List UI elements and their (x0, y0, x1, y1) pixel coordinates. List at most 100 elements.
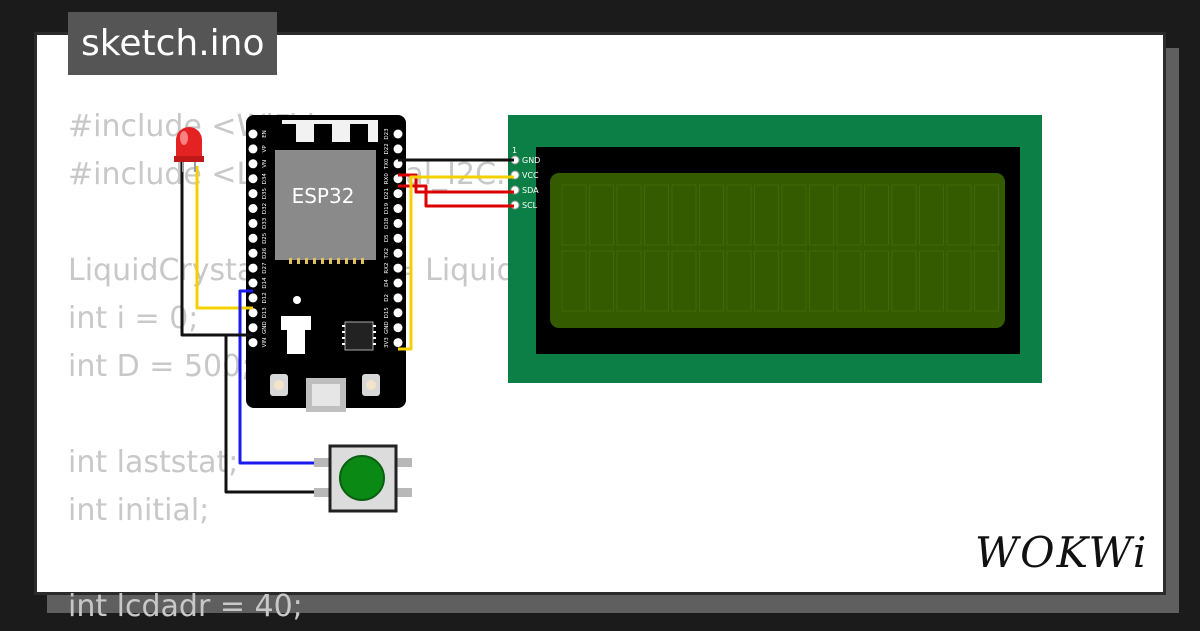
board-pin[interactable] (393, 248, 403, 258)
board-pin[interactable] (248, 338, 258, 348)
lcd-character-grid (561, 184, 999, 312)
lcd-cell (974, 184, 999, 246)
board-pin[interactable] (248, 233, 258, 243)
board-pin[interactable] (248, 159, 258, 169)
button-cap (339, 455, 385, 501)
button-leg (314, 488, 332, 497)
voltage-regulator-tab (281, 316, 311, 330)
board-pin-label: D18 (384, 217, 390, 229)
board-pin-label: D4 (384, 279, 390, 287)
board-pin-label: D13 (262, 307, 268, 319)
lcd-cell (616, 250, 642, 312)
board-pin[interactable] (393, 278, 403, 288)
board-pin-label: D14 (262, 277, 268, 289)
lcd-cell (726, 250, 752, 312)
button-leg (394, 458, 412, 467)
code-line: int lcdadr = 40; (68, 589, 303, 624)
board-pin-label: D32 (262, 203, 268, 214)
board-pin[interactable] (393, 218, 403, 228)
module-castellations (289, 258, 364, 264)
lcd-cell (754, 250, 779, 312)
board-pin-label: D19 (384, 202, 390, 214)
lcd-cell (974, 250, 999, 312)
board-pin[interactable] (248, 248, 258, 258)
board-pin[interactable] (393, 129, 403, 139)
board-pin-label: GND (262, 321, 268, 334)
board-pin[interactable] (248, 204, 258, 213)
lcd-cell (644, 184, 669, 246)
lcd-cell (836, 250, 862, 312)
board-pin[interactable] (248, 129, 258, 139)
board-pin[interactable] (393, 338, 403, 348)
lcd-pin-label: VCC (522, 171, 539, 180)
board-pin[interactable] (393, 263, 403, 273)
board-pin-label: TX2 (384, 248, 390, 260)
board-pin-label: D23 (384, 128, 390, 140)
board-pin-label: D15 (384, 307, 390, 319)
board-pin[interactable] (248, 278, 258, 288)
lcd-cell (864, 250, 889, 312)
board-pin[interactable] (248, 263, 258, 273)
left-pin-header: ENVPVND34D35D32D33D25D26D27D14D12D13GNDV… (248, 129, 268, 348)
board-pin[interactable] (393, 204, 403, 213)
button-leg (394, 488, 412, 497)
board-pin[interactable] (248, 308, 258, 318)
usb-uart-chip (344, 321, 374, 351)
code-line: int i = 0; (68, 301, 199, 336)
board-pin-label: RX2 (384, 263, 390, 274)
code-line: int initial; (68, 493, 210, 528)
lcd-cell (891, 250, 917, 312)
board-pin[interactable] (248, 144, 258, 154)
board-pin[interactable] (248, 218, 258, 228)
board-pin[interactable] (393, 323, 403, 333)
lcd-cell (589, 184, 614, 246)
wire-button-signal (238, 289, 332, 465)
file-tab[interactable]: sketch.ino (68, 12, 278, 75)
board-pin-label: 3V3 (384, 337, 390, 348)
pushbutton[interactable] (314, 444, 412, 513)
board-pin-label: D2 (384, 294, 390, 302)
board-pin-label: D27 (262, 262, 268, 274)
lcd-cell (781, 250, 807, 312)
board-pin-label: D22 (384, 143, 390, 154)
board-pin[interactable] (393, 293, 403, 303)
board-pin-label: VN (262, 160, 268, 168)
usb-port-inner (312, 384, 340, 406)
board-pin[interactable] (393, 144, 403, 154)
lcd-pin-label: GND (522, 156, 540, 165)
board-pin-label: EN (262, 130, 268, 138)
lcd-cell (864, 184, 889, 246)
power-led (293, 296, 301, 304)
led-highlight (180, 131, 188, 145)
board-pin[interactable] (248, 323, 258, 333)
lcd-pin1-label: 1 (512, 146, 517, 155)
lcd-cell (809, 184, 834, 246)
lcd-cell (699, 250, 724, 312)
lcd-cell (754, 184, 779, 246)
lcd-cell (616, 184, 642, 246)
board-pin-label: D21 (384, 188, 390, 199)
board-pin[interactable] (393, 308, 403, 318)
board-pin[interactable] (393, 189, 403, 199)
lcd-cell (589, 250, 614, 312)
board-pin[interactable] (393, 233, 403, 243)
wire-sda (398, 173, 514, 194)
en-button-cap (274, 380, 284, 390)
board-pin-label: D26 (262, 247, 268, 259)
red-led[interactable] (174, 127, 204, 172)
board-pin[interactable] (248, 174, 258, 184)
board-pin[interactable] (248, 189, 258, 199)
board-pin-label: TX0 (384, 158, 390, 170)
board-pin[interactable] (393, 159, 403, 169)
button-leg (314, 458, 332, 467)
esp32-board[interactable]: ESP32 ENVPVND34D35D32D33D25D26D27D14D12D… (246, 115, 406, 412)
lcd-cell (699, 184, 724, 246)
lcd-cell (781, 184, 807, 246)
logo-text: WOKWi (975, 528, 1148, 577)
wires (180, 158, 514, 494)
wire-vcc (398, 175, 514, 351)
board-pin-label: GND (384, 321, 390, 334)
board-pin-label: D12 (262, 292, 268, 303)
board-pin[interactable] (248, 293, 258, 303)
